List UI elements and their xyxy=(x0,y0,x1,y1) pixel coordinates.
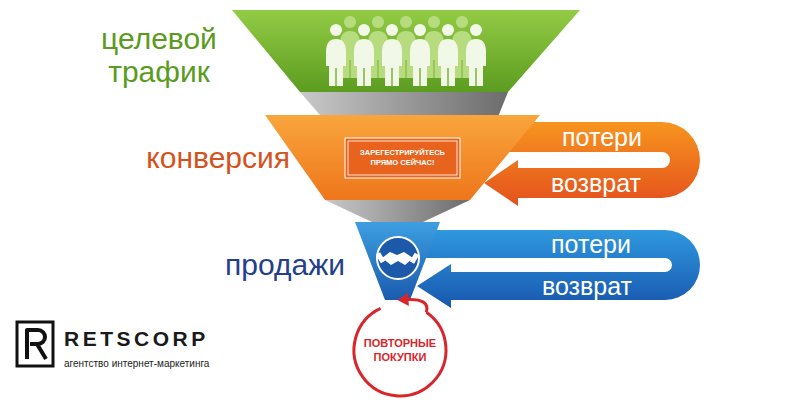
circle-text: ПОВТОРНЫЕ ПОКУПКИ xyxy=(360,304,440,396)
person-seam xyxy=(335,68,337,86)
logo-glyph xyxy=(27,330,46,359)
ribbon-band xyxy=(300,92,508,115)
funnel-band xyxy=(232,10,580,92)
person-head xyxy=(414,24,426,36)
stage-label: целевой трафик xyxy=(92,22,226,88)
traffic-stage: целевой трафик xyxy=(232,10,580,92)
person-head xyxy=(456,16,468,28)
ribbon-band xyxy=(325,200,470,222)
person-head xyxy=(442,24,454,36)
person-seam xyxy=(461,60,463,78)
handshake-symbol xyxy=(382,252,413,265)
person-seam xyxy=(391,68,393,86)
person-body xyxy=(410,39,430,86)
person-body xyxy=(382,39,402,86)
node-shape xyxy=(354,304,446,396)
person-seam xyxy=(405,60,407,78)
person-seam xyxy=(433,60,435,78)
logo-frame xyxy=(17,322,53,366)
funnel-ribbon xyxy=(300,92,508,115)
person-head xyxy=(400,16,412,28)
loop-text: потери xyxy=(538,122,666,152)
loop-text: возврат xyxy=(526,168,666,198)
node-shape xyxy=(355,222,440,300)
person-head xyxy=(470,24,482,36)
stage-label: конверсия xyxy=(146,141,290,175)
node-shape xyxy=(232,10,580,92)
person-body xyxy=(326,39,346,86)
loop-text: потери xyxy=(529,230,653,258)
person-head xyxy=(372,16,384,28)
handshake-cuff xyxy=(376,252,385,263)
loop-arrow xyxy=(417,230,700,308)
button-text: ЗАРЕГЕСТРИРУЙТЕСЬ ПРЯМО СЕЙЧАС! xyxy=(345,138,460,178)
person-head xyxy=(344,16,356,28)
button-box xyxy=(345,138,460,178)
stage-label: продажи xyxy=(225,248,345,282)
person-seam xyxy=(475,68,477,86)
person-body xyxy=(438,39,458,86)
brand-name: RETSCORP xyxy=(64,327,209,351)
loss-return-loop: потери возврат xyxy=(425,230,700,300)
person-head xyxy=(358,24,370,36)
person-body xyxy=(354,39,374,86)
loop-text: возврат xyxy=(517,272,657,300)
person-seam xyxy=(349,60,351,78)
funnel-ribbon xyxy=(325,200,470,222)
person-head xyxy=(330,24,342,36)
conversion-stage: конверсияЗАРЕГЕСТРИРУЙТЕСЬ ПРЯМО СЕЙЧАС! xyxy=(265,115,540,200)
person-head xyxy=(428,16,440,28)
handshake-cuff xyxy=(410,253,419,264)
cta-button: ЗАРЕГЕСТРИРУЙТЕСЬ ПРЯМО СЕЙЧАС! xyxy=(345,138,460,178)
person-seam xyxy=(377,60,379,78)
person-seam xyxy=(447,68,449,86)
loop-arrow xyxy=(484,122,700,206)
person-head xyxy=(386,24,398,36)
circle-fill xyxy=(357,307,443,393)
sales-stage: продажи xyxy=(355,222,440,300)
repeat-purchase-circle: ПОВТОРНЫЕ ПОКУПКИ xyxy=(354,304,446,396)
brand-tagline: агентство интернет-маркетинга xyxy=(64,358,209,369)
person-seam xyxy=(363,68,365,86)
person-body xyxy=(466,39,486,86)
person-seam xyxy=(419,68,421,86)
